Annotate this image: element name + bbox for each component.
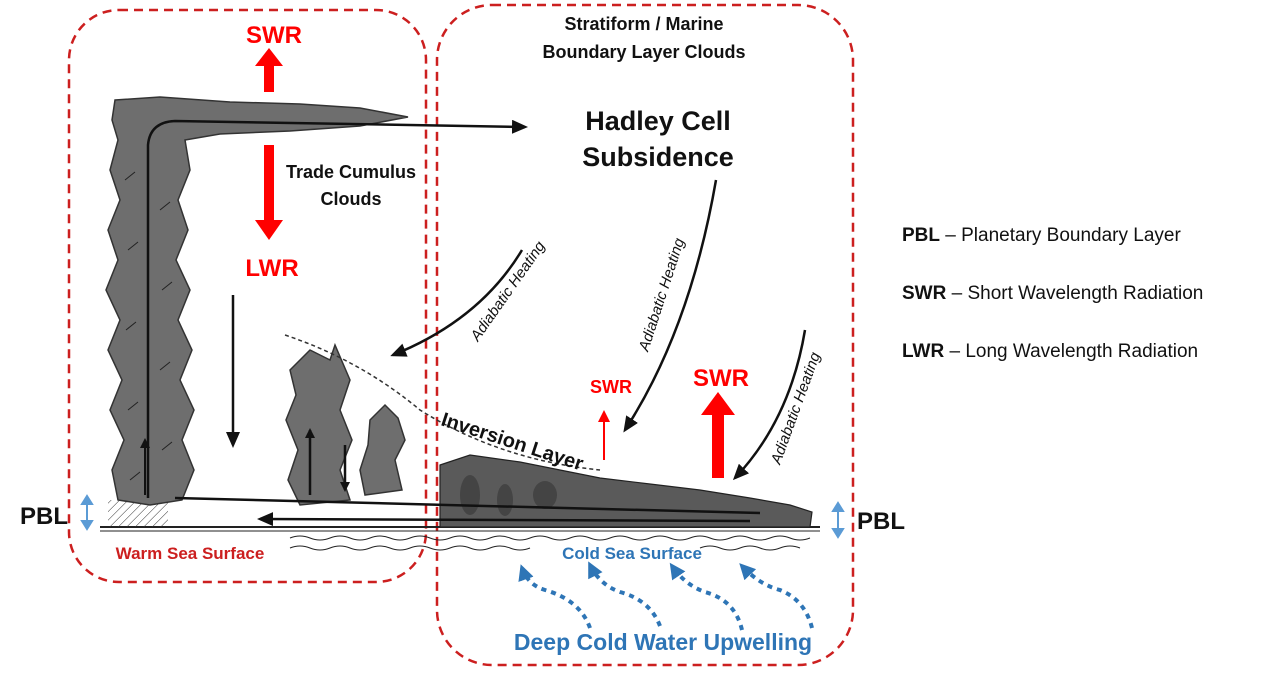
title-right-line2: Boundary Layer Clouds [542,42,745,62]
title-right-line1: Stratiform / Marine [564,14,723,34]
pbl-left-label: PBL [20,503,68,530]
legend: PBL – Planetary Boundary Layer SWR – Sho… [902,225,1203,362]
warm-sea-label: Warm Sea Surface [116,544,265,563]
right-box [435,3,855,667]
hadley-label-2: Subsidence [582,142,734,172]
mid-cumulus-2 [359,403,406,496]
lwr-label: LWR [245,255,298,282]
trade-cumulus-tower [105,96,409,506]
legend-abbr-pbl: PBL [902,225,940,246]
legend-abbr-swr: SWR [902,283,947,304]
adiabatic-arrow-1 [390,249,524,357]
left-box [67,8,428,584]
legend-item-lwr: LWR – Long Wavelength Radiation [902,341,1198,362]
upwelling-arrows [518,561,814,631]
stratocumulus-layer [439,454,813,528]
adiabatic-arrow-2 [623,179,718,433]
pbl-left-arrow [80,494,94,531]
trade-cumulus-label-2: Clouds [321,189,382,209]
hadley-label-1: Hadley Cell [585,106,731,136]
adiabatic-arrow-3 [732,329,807,481]
legend-text-pbl: – Planetary Boundary Layer [940,225,1181,246]
swr-big-arrow [701,392,735,478]
legend-item-pbl: PBL – Planetary Boundary Layer [902,225,1181,246]
inversion-curve [284,334,601,471]
trade-cumulus-label-1: Trade Cumulus [286,162,416,182]
adiabatic-label-1: Adiabatic Heating [467,238,549,345]
legend-text-lwr: – Long Wavelength Radiation [944,341,1198,362]
tower-texture [124,171,173,481]
mid-cumulus-1 [285,342,353,506]
upwelling-label: Deep Cold Water Upwelling [514,629,812,655]
swr-top-arrow [255,48,283,92]
legend-text-swr: – Short Wavelength Radiation [946,283,1203,304]
cold-sea-label: Cold Sea Surface [562,544,702,563]
pbl-right-label: PBL [857,508,905,535]
tower-flow [146,119,528,498]
legend-abbr-lwr: LWR [902,341,944,362]
swr-small-label: SWR [590,377,632,397]
pbl-right-arrow [831,501,845,539]
return-flow-upper [174,496,761,515]
return-flow-lower [257,512,751,527]
adiabatic-label-2: Adiabatic Heating [635,236,688,355]
lwr-down-arrow [255,145,283,240]
swr-top-label: SWR [246,22,302,49]
swr-big-label: SWR [693,365,749,392]
legend-item-swr: SWR – Short Wavelength Radiation [902,283,1203,304]
